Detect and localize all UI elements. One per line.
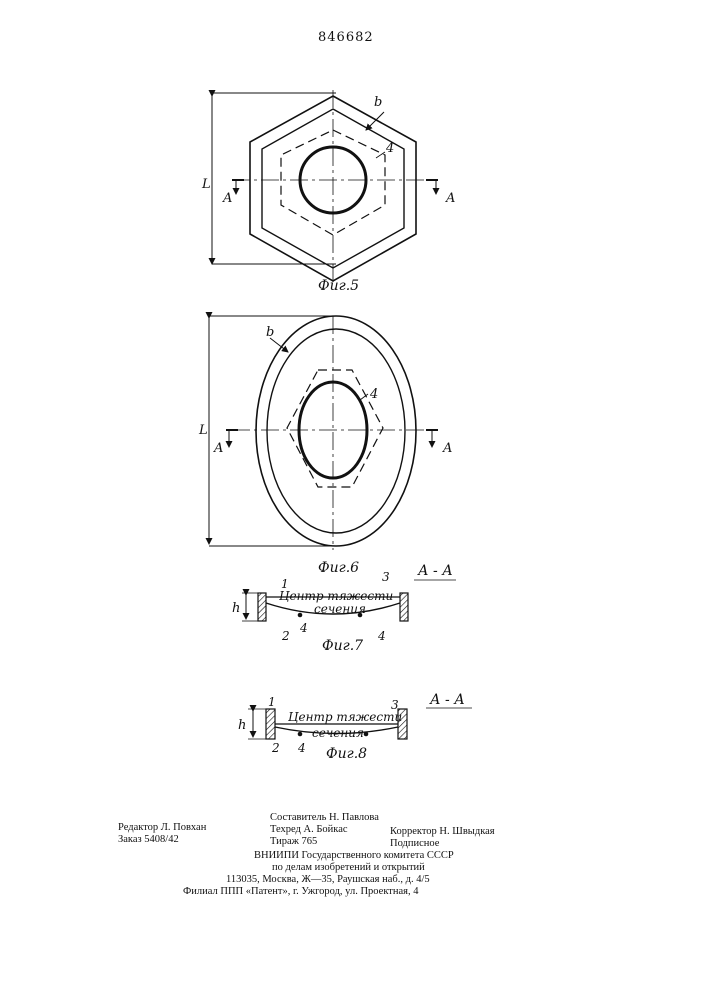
branch-address: Филиал ППП «Патент», г. Ужгород, ул. Про…: [183, 886, 418, 898]
label-4-left: 4: [299, 621, 308, 635]
circulation: Тираж 765: [270, 836, 317, 848]
corrector: Корректор Н. Швыдкая: [390, 826, 495, 838]
caption-fig8: Фиг.8: [326, 746, 367, 762]
caption-fig7: Фиг.7: [322, 638, 363, 654]
left-flange: [258, 593, 266, 621]
hexagon-dashed: [287, 370, 383, 487]
caption-fig5: Фиг.5: [318, 278, 359, 294]
oval-inner: [267, 329, 405, 533]
section-A-right: A: [445, 191, 455, 206]
org-line-1: ВНИИПИ Государственного комитета СССР: [254, 850, 454, 862]
section-A-left: A: [213, 441, 223, 456]
label-h: h: [238, 718, 246, 733]
label-L: L: [201, 177, 211, 192]
label-b: b: [266, 325, 274, 340]
leader-b: [366, 112, 384, 130]
centroid-dot-right: [364, 732, 369, 737]
order-number: Заказ 5408/42: [118, 834, 179, 846]
right-flange: [400, 593, 408, 621]
section-title: А - А: [417, 563, 453, 579]
centroid-dot-left: [298, 732, 303, 737]
label-L: L: [198, 423, 208, 438]
label-2: 2: [271, 741, 280, 755]
tech-editor: Техред А. Бойкас: [270, 824, 348, 836]
text-center-of-gravity: Центр тяжести: [279, 589, 393, 603]
text-section: сечения: [312, 726, 364, 740]
org-line-3: 113035, Москва, Ж—35, Раушская наб., д. …: [226, 874, 430, 886]
label-4: 4: [297, 741, 306, 755]
label-2: 2: [281, 629, 290, 643]
label-h: h: [232, 601, 240, 616]
label-4: 4: [369, 387, 378, 402]
subscription: Подписное: [390, 838, 439, 850]
oval-outer: [256, 316, 416, 546]
text-section: сечения: [314, 602, 366, 616]
figure-8: А - А h 1 3 2 4 Центр тяжести сечения Фи…: [238, 692, 472, 762]
editor: Редактор Л. Повхан: [118, 822, 206, 834]
figure-6: L A A b 4 Фиг.6: [198, 316, 452, 576]
figure-5: L A A b 4 Фиг.5: [201, 90, 455, 294]
section-A-left: A: [222, 191, 232, 206]
label-4-right: 4: [377, 629, 386, 643]
text-center-of-gravity: Центр тяжести: [288, 710, 402, 724]
section-title: А - А: [429, 692, 465, 708]
org-line-2: по делам изобретений и открытий: [272, 862, 425, 874]
caption-fig6: Фиг.6: [318, 560, 359, 576]
figure-7: А - А h 1 3 2 4 4 Центр тяжести сечения …: [232, 563, 456, 654]
section-A-right: A: [442, 441, 452, 456]
label-b: b: [374, 95, 382, 110]
left-flange: [266, 709, 275, 739]
label-3: 3: [382, 570, 390, 584]
label-1: 1: [268, 695, 276, 709]
compiler: Составитель Н. Павлова: [270, 812, 379, 824]
centroid-dot-left: [298, 613, 303, 618]
label-4: 4: [385, 141, 394, 156]
